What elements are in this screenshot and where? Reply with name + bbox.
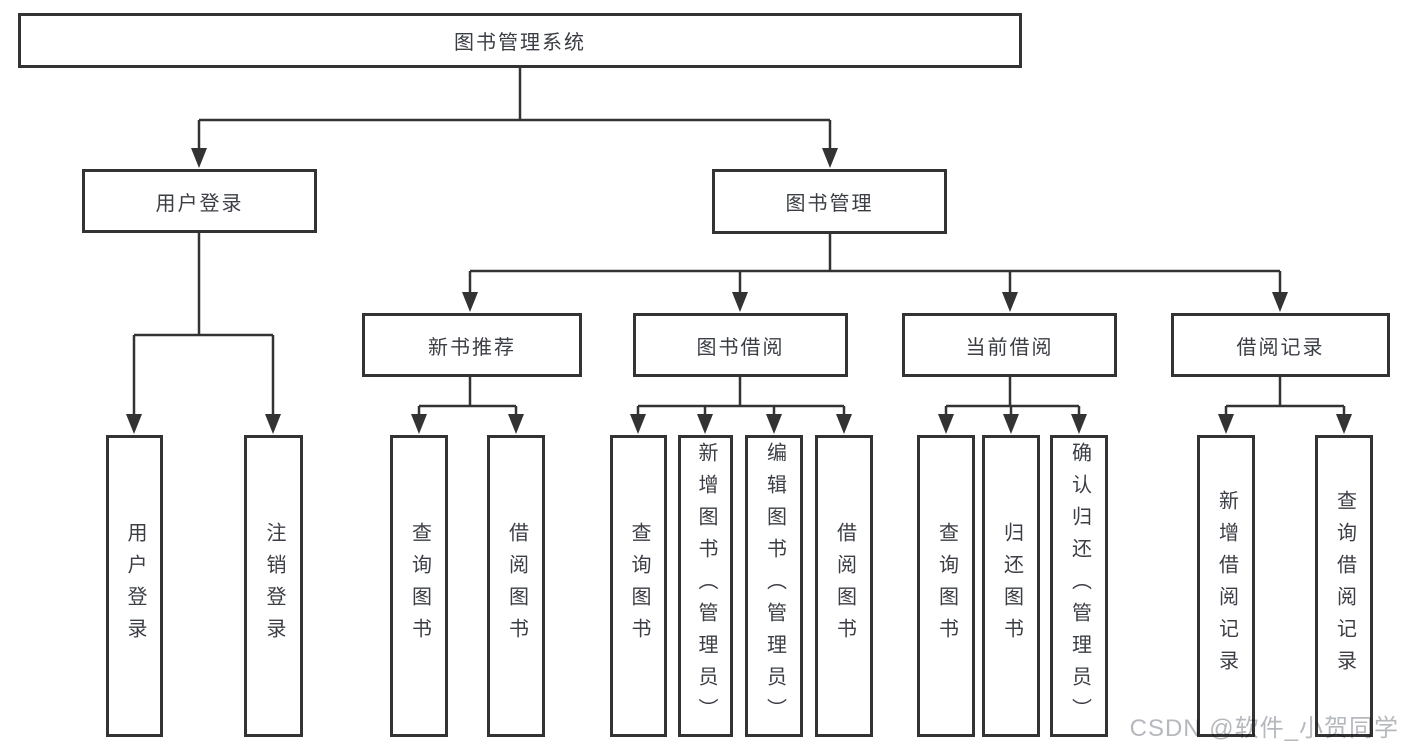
node-label: 图书借阅 [696, 336, 785, 359]
leaf-add-books-admin: 新增图书（管理员） [678, 435, 733, 737]
node-book-management: 图书管理 [712, 169, 947, 234]
node-label: 借阅记录 [1236, 336, 1325, 359]
node-label: 当前借阅 [965, 336, 1054, 359]
leaf-label: 查询借阅记录 [1333, 490, 1356, 682]
node-label: 用户登录 [155, 192, 244, 215]
node-borrowing-records: 借阅记录 [1171, 313, 1390, 377]
node-current-borrowing: 当前借阅 [902, 313, 1117, 377]
tree-edges [132, 67, 1346, 423]
leaf-label: 用户登录 [124, 522, 146, 650]
leaf-edit-books-admin: 编辑图书（管理员） [745, 435, 803, 737]
leaf-label: 查询图书 [628, 522, 650, 650]
leaf-label: 确认归还（管理员） [1068, 442, 1091, 730]
leaf-label: 借阅图书 [505, 522, 528, 650]
node-new-book-recommendation: 新书推荐 [362, 313, 582, 377]
node-label: 新书推荐 [428, 336, 516, 359]
node-label: 图书管理 [785, 193, 874, 215]
node-label: 图书管理系统 [454, 32, 586, 54]
leaf-borrow-books: 借阅图书 [815, 435, 873, 737]
leaf-label: 借阅图书 [833, 522, 856, 650]
node-user-login: 用户登录 [82, 169, 317, 233]
arrowhead-icons [126, 148, 1352, 434]
leaf-label: 归还图书 [1000, 522, 1023, 650]
leaf-label: 新增图书（管理员） [695, 442, 717, 730]
leaf-user-login: 用户登录 [106, 435, 163, 737]
leaf-query-borrow-record: 查询借阅记录 [1315, 435, 1373, 737]
leaf-label: 编辑图书（管理员） [763, 442, 786, 730]
leaf-query-books-current: 查询图书 [917, 435, 975, 737]
leaf-query-books-borrowing: 查询图书 [610, 435, 667, 737]
leaf-label: 查询图书 [408, 522, 431, 650]
leaf-add-borrow-record: 新增借阅记录 [1197, 435, 1255, 737]
leaf-confirm-return-admin: 确认归还（管理员） [1050, 435, 1108, 737]
leaf-label: 新增借阅记录 [1215, 490, 1238, 682]
leaf-label: 查询图书 [935, 522, 958, 650]
leaf-logout: 注销登录 [244, 435, 303, 737]
leaf-borrow-books-recommend: 借阅图书 [487, 435, 545, 737]
node-book-borrowing: 图书借阅 [633, 313, 848, 377]
node-library-system: 图书管理系统 [18, 13, 1022, 68]
leaf-query-books-recommend: 查询图书 [390, 435, 448, 737]
leaf-return-books: 归还图书 [982, 435, 1040, 737]
leaf-label: 注销登录 [263, 522, 285, 650]
